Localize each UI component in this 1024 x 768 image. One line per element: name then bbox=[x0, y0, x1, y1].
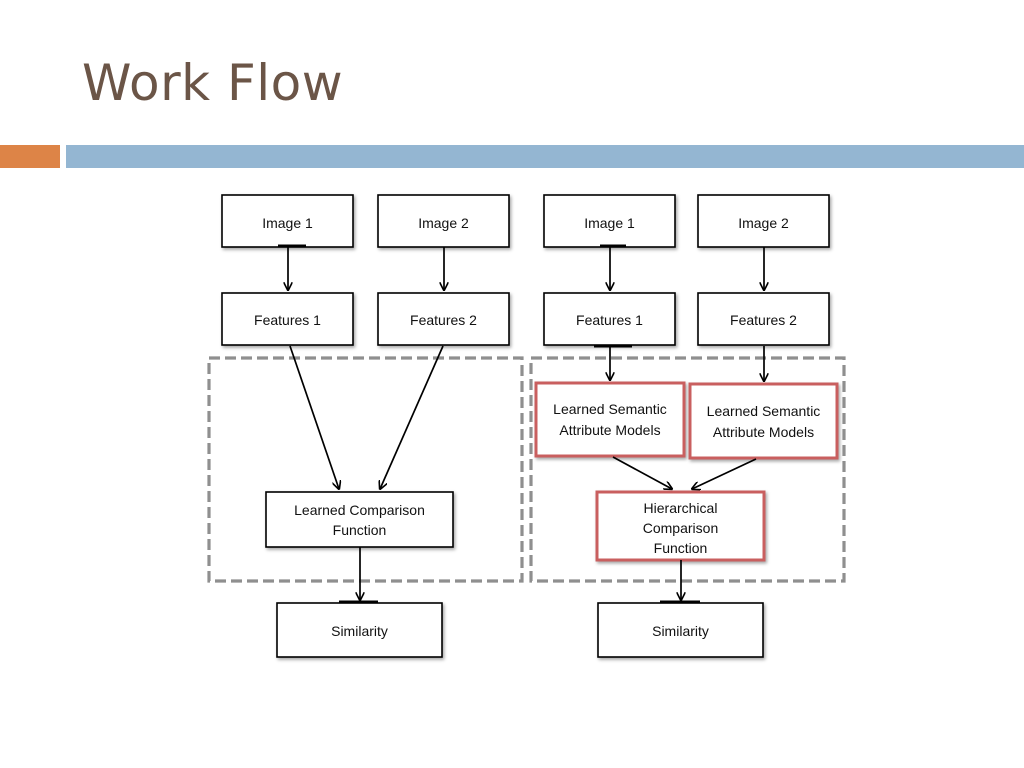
left-comparison-line1: Learned Comparison bbox=[294, 502, 425, 518]
right-features1-label: Features 1 bbox=[576, 312, 643, 328]
left-image2-box: Image 2 bbox=[377, 194, 510, 248]
right-attr1-line1: Learned Semantic bbox=[553, 401, 667, 417]
left-features2-label: Features 2 bbox=[410, 312, 477, 328]
left-comparison-line2: Function bbox=[333, 522, 387, 538]
left-similarity-label: Similarity bbox=[331, 623, 388, 639]
right-features2-label: Features 2 bbox=[730, 312, 797, 328]
arrow-left-features1-comparison bbox=[289, 345, 339, 489]
left-image1-label: Image 1 bbox=[262, 215, 313, 231]
left-features1-box: Features 1 bbox=[221, 292, 354, 346]
right-similarity-box: Similarity bbox=[597, 602, 764, 658]
right-attr2-line1: Learned Semantic bbox=[707, 403, 821, 419]
right-dashed-group bbox=[529, 356, 846, 583]
right-hierarchical-line2: Comparison bbox=[643, 520, 718, 536]
left-image2-label: Image 2 bbox=[418, 215, 469, 231]
left-similarity-box: Similarity bbox=[276, 602, 443, 658]
right-attribute-models-box-1: Learned Semantic Attribute Models bbox=[534, 381, 686, 458]
slide-title: Work Flow bbox=[82, 54, 344, 112]
right-similarity-label: Similarity bbox=[652, 623, 709, 639]
right-image2-label: Image 2 bbox=[738, 215, 789, 231]
right-features1-box: Features 1 bbox=[543, 292, 676, 346]
title-rule-bar bbox=[66, 145, 1024, 168]
right-hierarchical-line1: Hierarchical bbox=[644, 500, 718, 516]
arrow-right-attr2-hierarchical bbox=[692, 458, 757, 489]
right-image2-box: Image 2 bbox=[697, 194, 830, 248]
arrow-right-attr1-hierarchical bbox=[612, 456, 672, 489]
right-attribute-models-box-2: Learned Semantic Attribute Models bbox=[688, 382, 839, 460]
left-comparison-box: Learned Comparison Function bbox=[265, 491, 454, 548]
right-features2-box: Features 2 bbox=[697, 292, 830, 346]
right-hierarchical-box: Hierarchical Comparison Function bbox=[595, 490, 766, 562]
left-dashed-group bbox=[207, 356, 524, 583]
right-image1-box: Image 1 bbox=[543, 194, 676, 248]
arrow-left-features2-comparison bbox=[380, 345, 444, 489]
right-image1-label: Image 1 bbox=[584, 215, 635, 231]
right-attr2-line2: Attribute Models bbox=[713, 424, 814, 440]
left-image1-box: Image 1 bbox=[221, 194, 354, 248]
right-hierarchical-line3: Function bbox=[654, 540, 708, 556]
left-features1-label: Features 1 bbox=[254, 312, 321, 328]
accent-bar bbox=[0, 145, 60, 168]
left-features2-box: Features 2 bbox=[377, 292, 510, 346]
right-attr1-line2: Attribute Models bbox=[559, 422, 660, 438]
